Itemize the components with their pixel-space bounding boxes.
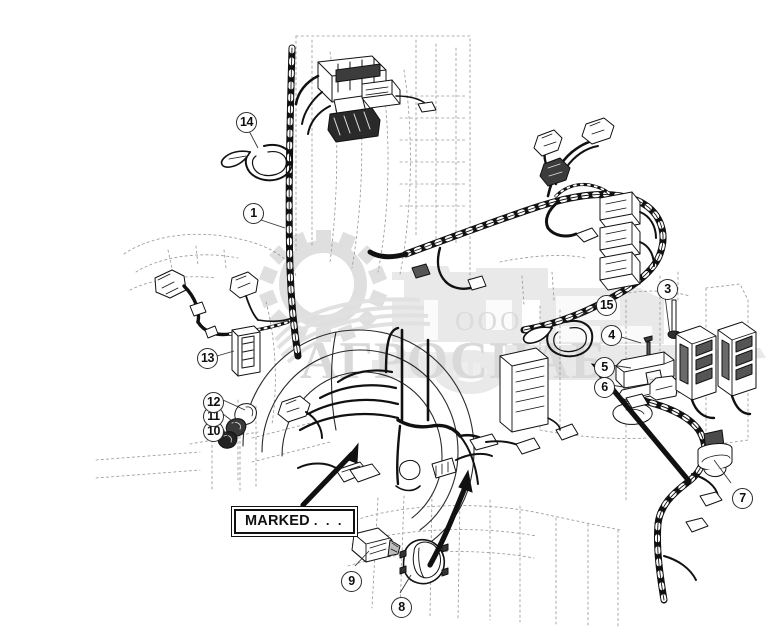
right-fuse-modules bbox=[675, 321, 757, 420]
left-sub-harness bbox=[154, 269, 293, 339]
parts-10-11-12-grommets bbox=[217, 403, 257, 449]
lower-left-connectors bbox=[277, 395, 323, 439]
callout-7[interactable]: 7 bbox=[732, 488, 753, 509]
callout-label: 4 bbox=[608, 328, 615, 343]
callout-label: 6 bbox=[601, 380, 608, 395]
callout-14[interactable]: 14 bbox=[236, 112, 257, 133]
callout-label: 3 bbox=[664, 282, 671, 297]
callout-8[interactable]: 8 bbox=[391, 597, 412, 618]
callout-3[interactable]: 3 bbox=[657, 279, 678, 300]
callout-13[interactable]: 13 bbox=[197, 348, 218, 369]
leader-line-10 bbox=[222, 428, 232, 442]
lower-center-harness bbox=[297, 326, 579, 492]
part-13-switch-module bbox=[231, 325, 261, 377]
part-9-connector-plug bbox=[351, 527, 401, 563]
leader-line-9 bbox=[354, 550, 370, 567]
arrow-to-center-harness bbox=[427, 487, 467, 568]
leader-line-1 bbox=[257, 218, 286, 229]
part-7-grommet bbox=[697, 429, 733, 477]
main-harness-vertical bbox=[285, 44, 302, 360]
callout-label: 14 bbox=[239, 115, 254, 130]
upper-right-harness bbox=[367, 190, 667, 334]
top-right-branch-cluster bbox=[533, 117, 657, 291]
callout-label: 10 bbox=[206, 424, 221, 439]
marked-arrow-to-center bbox=[300, 451, 355, 508]
marked-note-box: MARKED . . . bbox=[231, 506, 358, 537]
callout-label: 1 bbox=[250, 206, 257, 221]
arrow-to-right-harness bbox=[597, 371, 692, 484]
leader-line-13 bbox=[216, 350, 235, 357]
callout-label: 9 bbox=[348, 574, 355, 589]
leader-line-15 bbox=[576, 305, 596, 319]
leader-line-12 bbox=[222, 399, 246, 411]
callout-label: 15 bbox=[599, 298, 614, 313]
leader-line-7 bbox=[713, 459, 732, 484]
marked-note-label: MARKED bbox=[245, 513, 310, 529]
bottom-left-connector bbox=[349, 463, 381, 483]
part-15-tie-strap bbox=[522, 320, 594, 358]
callout-12[interactable]: 12 bbox=[203, 392, 224, 413]
callout-1[interactable]: 1 bbox=[243, 203, 264, 224]
callout-15[interactable]: 15 bbox=[596, 295, 617, 316]
callout-label: 8 bbox=[398, 600, 405, 615]
callout-label: 5 bbox=[601, 360, 608, 375]
marked-note-dots: . . . bbox=[313, 513, 344, 528]
marked-note-inner: MARKED . . . bbox=[234, 509, 355, 534]
top-connector-cluster bbox=[294, 55, 437, 143]
callout-6[interactable]: 6 bbox=[594, 377, 615, 398]
leader-line-3 bbox=[664, 295, 671, 336]
callout-label: 11 bbox=[207, 409, 220, 424]
part-14-tie-strap bbox=[220, 144, 294, 182]
callout-4[interactable]: 4 bbox=[601, 325, 622, 346]
callout-label: 12 bbox=[206, 395, 221, 410]
leader-line-8 bbox=[399, 574, 412, 594]
callout-label: 13 bbox=[200, 351, 215, 366]
callout-5[interactable]: 5 bbox=[594, 357, 615, 378]
callout-label: 7 bbox=[739, 491, 746, 506]
callout-9[interactable]: 9 bbox=[341, 571, 362, 592]
leader-line-11 bbox=[222, 413, 241, 428]
part-8-split-grommet bbox=[399, 538, 449, 585]
